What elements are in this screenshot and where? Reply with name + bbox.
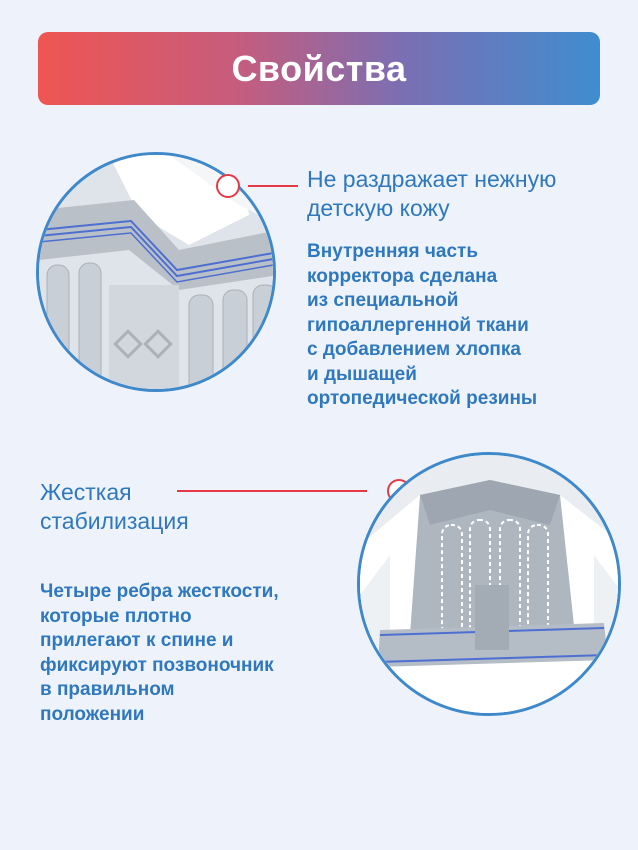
feature1-body-line: ортопедической резины <box>307 388 538 409</box>
feature2-description: Четыре ребра жесткости, которые плотно п… <box>40 580 279 727</box>
feature1-body-line: из специальной <box>307 290 459 311</box>
feature2-heading-line: стабилизация <box>40 508 189 534</box>
feature2-body-line: Четыре ребра жесткости, <box>40 581 279 602</box>
feature2-body-line: в правильном <box>40 679 175 700</box>
marker-dot-1 <box>216 174 240 198</box>
feature1-body-line: с добавлением хлопка <box>307 339 521 360</box>
feature1-description: Внутренняя часть корректора сделана из с… <box>307 240 537 412</box>
feature2-heading: Жесткая стабилизация <box>40 478 189 536</box>
feature1-body-line: и дышащей <box>307 363 417 385</box>
page-title: Свойства <box>231 47 407 89</box>
feature2-body-line: фиксируют позвоночник <box>40 654 274 676</box>
back-view-image <box>357 452 621 716</box>
feature1-heading-line: детскую кожу <box>307 195 450 221</box>
feature1-body-line: корректора сделана <box>307 265 498 287</box>
feature2-heading-line: Жесткая <box>40 479 132 505</box>
feature2-body-line: положении <box>40 703 145 725</box>
title-banner: Свойства <box>38 32 600 105</box>
feature2-body-line: которые плотно <box>40 605 192 627</box>
feature1-heading-line: Не раздражает нежную <box>307 166 557 192</box>
connector-line-1 <box>248 185 298 187</box>
feature2-body-line: прилегают к спине и <box>40 630 234 651</box>
feature1-body-line: Внутренняя часть <box>307 241 479 262</box>
fabric-closeup-image <box>36 152 276 392</box>
connector-line-2 <box>177 490 367 492</box>
feature1-body-line: гипоаллергенной ткани <box>307 314 529 336</box>
feature1-heading: Не раздражает нежную детскую кожу <box>307 165 556 223</box>
